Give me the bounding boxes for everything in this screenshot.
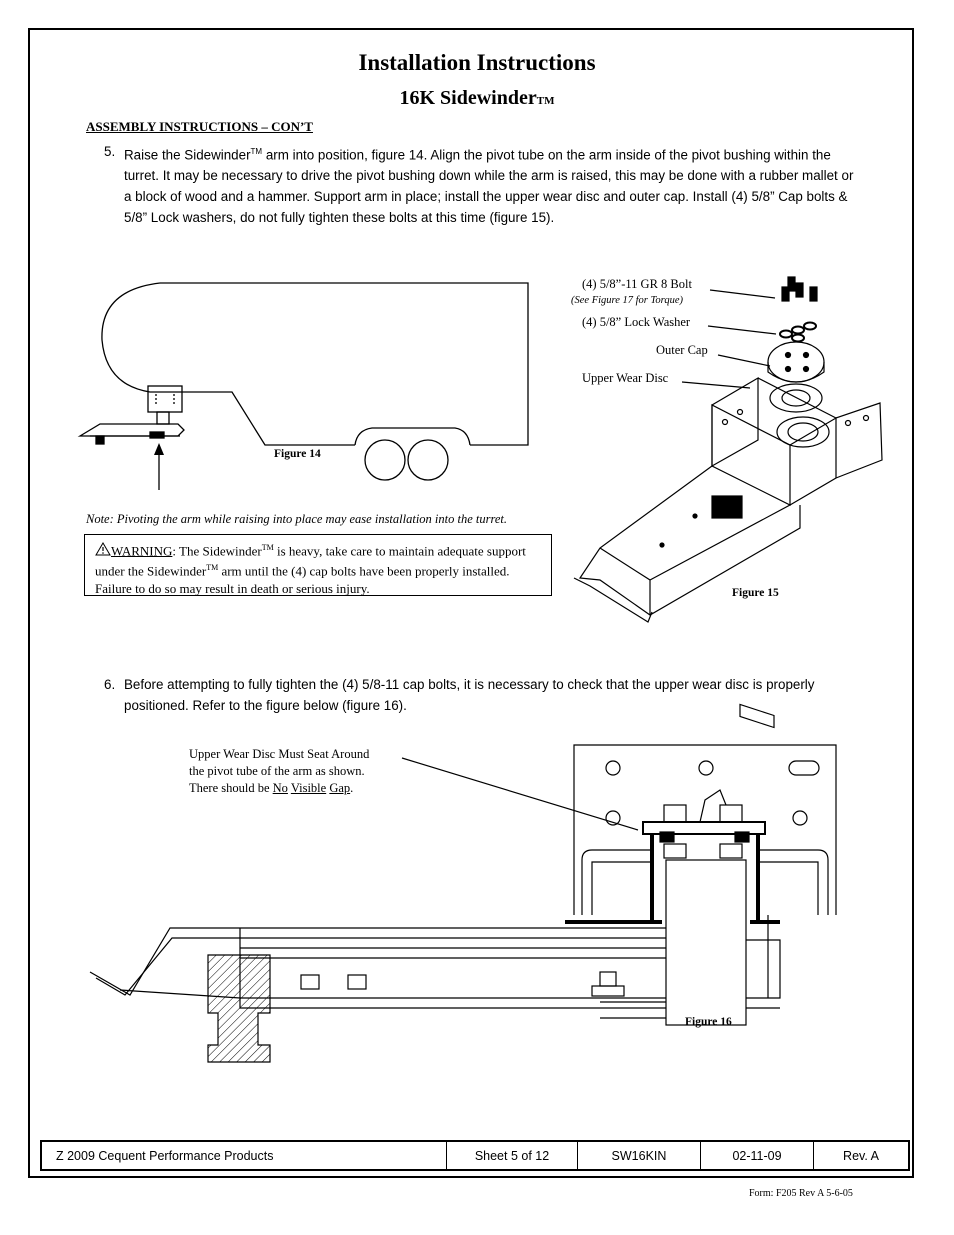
- label-upper-wear-disc: Upper Wear Disc: [582, 371, 669, 385]
- step-number: 6.: [104, 677, 116, 692]
- label-lock-washer: (4) 5/8” Lock Washer: [582, 315, 691, 329]
- warning-word: WARNING: [111, 543, 173, 559]
- footer-rev: Rev. A: [813, 1142, 908, 1169]
- footer-date: 02-11-09: [700, 1142, 813, 1169]
- label-bolt-note: (See Figure 17 for Torque): [571, 295, 683, 306]
- label-bolt: (4) 5/8”-11 GR 8 Bolt: [582, 277, 692, 291]
- footer-sheet: Sheet 5 of 12: [446, 1142, 577, 1169]
- footer-copyright: Z 2009 Cequent Performance Products: [56, 1148, 274, 1163]
- footer-doc-id: SW16KIN: [577, 1142, 700, 1169]
- step-5: 5. Raise the SidewinderTM arm into posit…: [104, 141, 864, 228]
- step-6: 6. Before attempting to fully tighten th…: [104, 674, 864, 716]
- section-heading: ASSEMBLY INSTRUCTIONS – CON’T: [86, 119, 313, 134]
- warning-box: WARNING: The SidewinderTM is heavy, take…: [84, 534, 552, 596]
- page-border: [28, 28, 914, 1178]
- figure-15-caption: Figure 15: [732, 587, 779, 599]
- figure-16-callout: Upper Wear Disc Must Seat Around the piv…: [189, 747, 370, 795]
- form-id: Form: F205 Rev A 5-6-05: [749, 1188, 853, 1199]
- footer-table: Z 2009 Cequent Performance Products Shee…: [40, 1140, 910, 1171]
- step-number: 5.: [104, 144, 116, 159]
- warning-triangle-icon: [95, 542, 111, 556]
- page-subtitle: 16K SidewinderTM: [399, 87, 555, 109]
- figure-16-caption: Figure 16: [685, 1016, 732, 1028]
- page-title: Installation Instructions: [358, 50, 596, 75]
- figure-14-caption: Figure 14: [274, 448, 321, 460]
- step-text: Raise the SidewinderTM arm into position…: [124, 147, 854, 226]
- note-text: Note: Pivoting the arm while raising int…: [86, 512, 508, 526]
- step-text: Before attempting to fully tighten the (…: [124, 677, 815, 713]
- label-outer-cap: Outer Cap: [656, 343, 708, 357]
